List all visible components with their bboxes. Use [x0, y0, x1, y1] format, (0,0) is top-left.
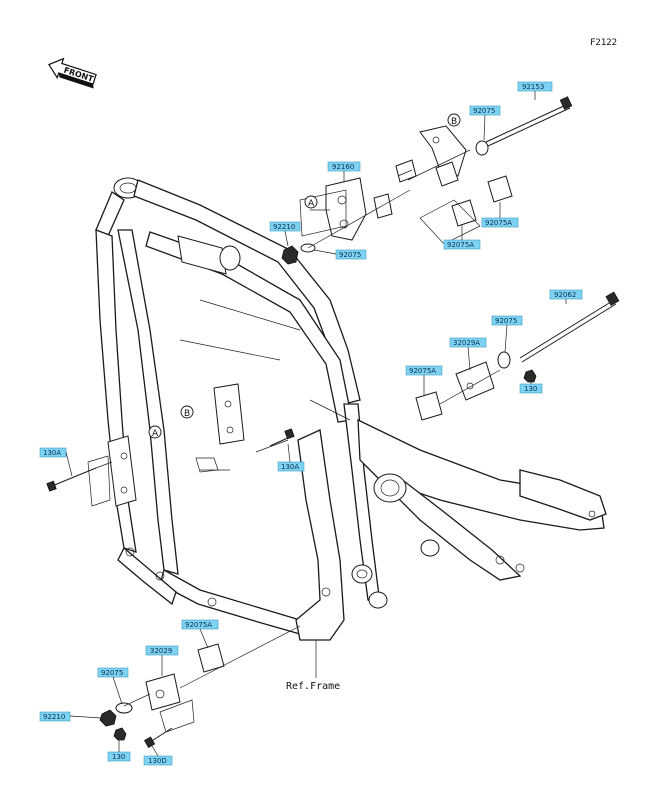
svg-text:130: 130 [112, 753, 125, 761]
svg-text:92075A: 92075A [447, 241, 474, 249]
tag-leaders [65, 91, 567, 757]
part-tag[interactable]: 92062 [549, 289, 583, 300]
svg-text:A: A [152, 429, 159, 439]
front-arrow-icon: FRONT [48, 57, 97, 89]
part-tag[interactable]: 92075 [469, 105, 501, 116]
callout-b-left: B [180, 405, 194, 419]
svg-text:130A: 130A [43, 449, 61, 457]
part-tag[interactable]: 92210 [39, 711, 71, 722]
part-tag[interactable]: 130 [107, 751, 131, 762]
svg-text:92210: 92210 [273, 223, 295, 231]
part-tag[interactable]: 92075A [181, 619, 219, 630]
part-tag[interactable]: 92075 [97, 667, 129, 678]
part-tag[interactable]: 92075 [491, 315, 523, 326]
part-tag[interactable]: 92210 [269, 221, 301, 232]
part-tag[interactable]: 130 [519, 383, 543, 394]
part-tag[interactable]: 92075A [443, 239, 481, 250]
top-mount-assembly [281, 96, 573, 265]
callout-a-left: A [148, 425, 162, 439]
svg-text:92210: 92210 [43, 713, 65, 721]
svg-text:92075A: 92075A [185, 621, 212, 629]
motorcycle-frame [95, 177, 607, 641]
svg-text:B: B [184, 409, 190, 419]
figure-id: F2122 [590, 38, 617, 48]
ref-frame-label: Ref.Frame [286, 681, 340, 692]
center-mount-assembly [255, 291, 620, 453]
part-tag[interactable]: 92160 [327, 161, 361, 172]
part-tag[interactable]: 130D [143, 755, 173, 766]
svg-text:92075: 92075 [495, 317, 517, 325]
bottom-mount-assembly [99, 625, 301, 749]
part-tag[interactable]: 92153 [517, 81, 553, 92]
svg-text:92062: 92062 [554, 291, 576, 299]
part-tag[interactable]: 32029 [145, 645, 179, 656]
svg-text:32029A: 32029A [453, 339, 480, 347]
svg-text:92153: 92153 [522, 83, 544, 91]
svg-text:A: A [308, 199, 315, 209]
svg-text:B: B [451, 117, 457, 127]
svg-text:92160: 92160 [332, 163, 354, 171]
svg-text:92075: 92075 [101, 669, 123, 677]
svg-text:92075: 92075 [473, 107, 495, 115]
left-bolt [46, 455, 113, 507]
svg-text:130: 130 [524, 385, 537, 393]
part-tag[interactable]: 130A [277, 461, 305, 472]
svg-text:130A: 130A [281, 463, 299, 471]
part-tag[interactable]: 32029A [449, 337, 487, 348]
svg-text:92075A: 92075A [485, 219, 512, 227]
part-tag[interactable]: 92075 [335, 249, 367, 260]
svg-text:32029: 32029 [150, 647, 172, 655]
part-tag[interactable]: 92075A [481, 217, 519, 228]
svg-text:130D: 130D [148, 757, 167, 765]
svg-text:92075A: 92075A [409, 367, 436, 375]
callout-a-top: A [304, 195, 318, 209]
part-tag[interactable]: 130A [39, 447, 67, 458]
svg-text:92075: 92075 [339, 251, 361, 259]
part-tag[interactable]: 92075A [405, 365, 443, 376]
callout-b-top: B [447, 113, 461, 127]
